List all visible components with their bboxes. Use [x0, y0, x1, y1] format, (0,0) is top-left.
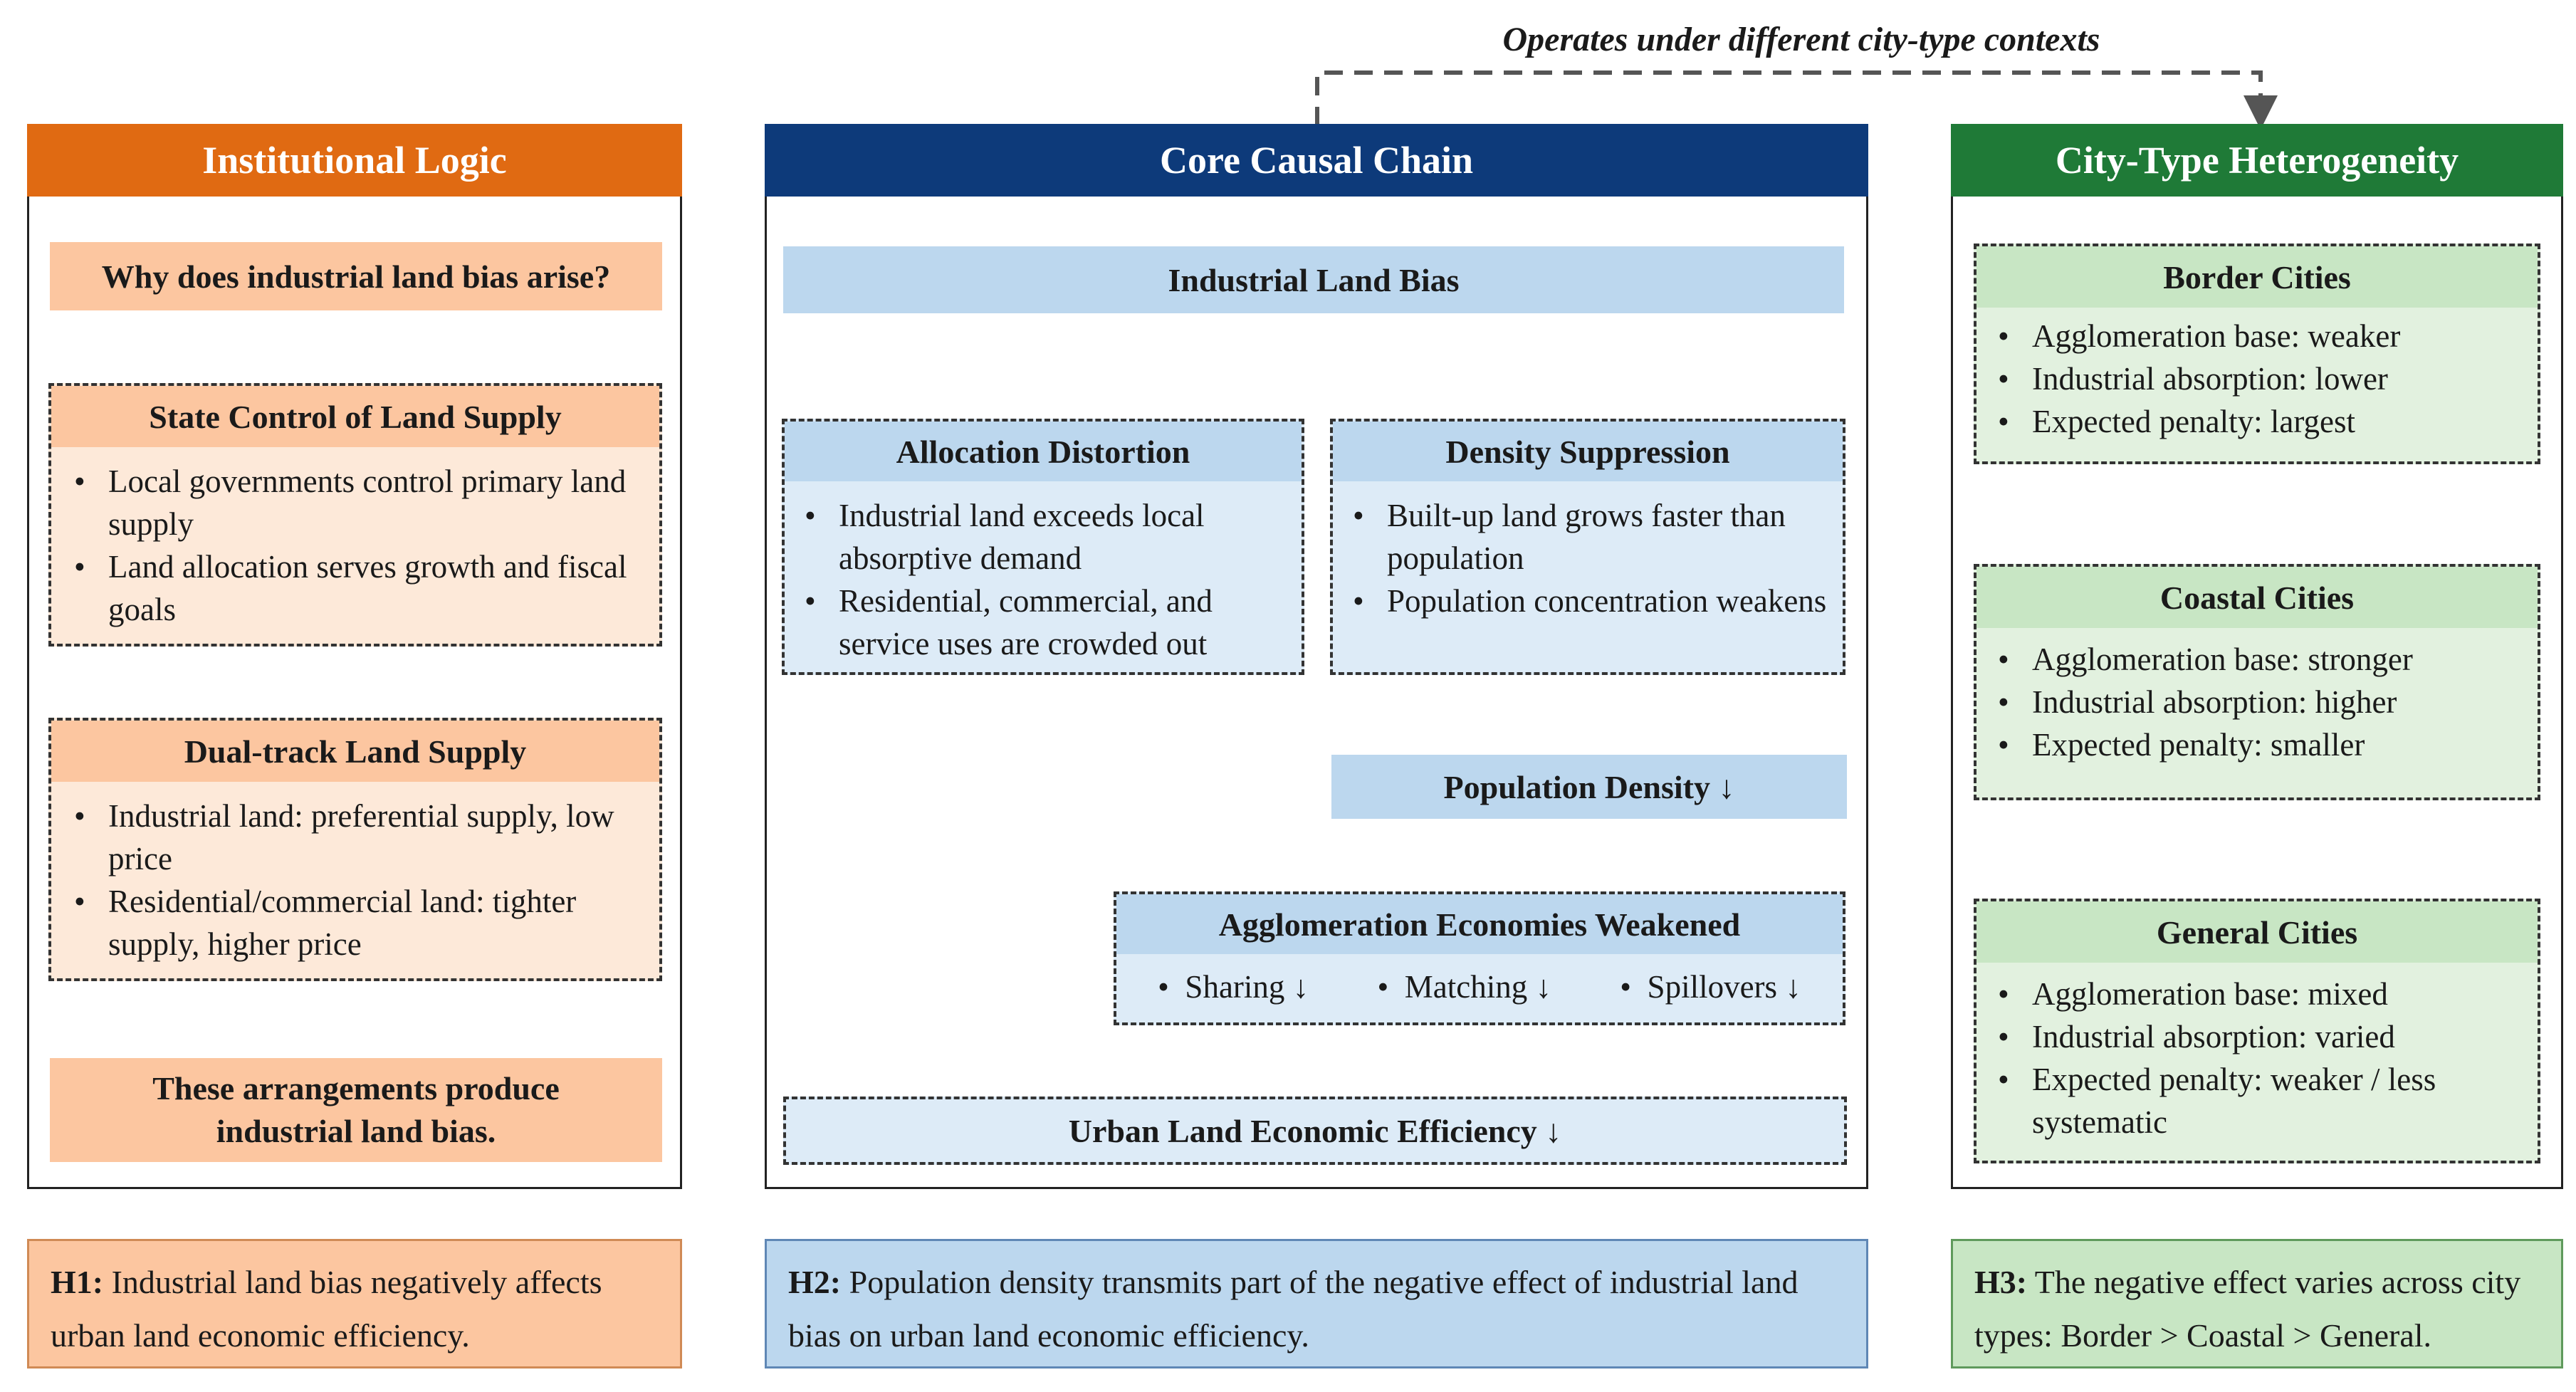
institutional-question: Why does industrial land bias arise? — [50, 242, 662, 310]
dual-track-bullets: •Industrial land: preferential supply, l… — [51, 782, 659, 965]
border-bullets: •Agglomeration base: weaker •Industrial … — [1976, 308, 2538, 443]
h2-label: H2: — [788, 1264, 842, 1300]
list-item: •Industrial land exceeds local absorptiv… — [805, 498, 1205, 576]
list-item: • Matching ↓ — [1377, 969, 1551, 1005]
list-item: •Population concentration weakens — [1353, 583, 1827, 619]
list-item: • Sharing ↓ — [1158, 969, 1309, 1005]
h3-label: H3: — [1974, 1264, 2028, 1300]
allocation-title: Allocation Distortion — [785, 422, 1302, 481]
density-bullets: •Built-up land grows faster than populat… — [1333, 481, 1843, 622]
list-item: • Spillovers ↓ — [1620, 969, 1801, 1005]
list-item: •Industrial land: preferential supply, l… — [74, 798, 614, 876]
allocation-distortion-box: Allocation Distortion •Industrial land e… — [782, 419, 1304, 675]
coastal-bullets: •Agglomeration base: stronger •Industria… — [1976, 628, 2538, 766]
list-item: •Expected penalty: smaller — [1998, 727, 2365, 763]
context-connector — [1315, 70, 2278, 130]
state-control-box: State Control of Land Supply •Local gove… — [48, 383, 662, 647]
general-cities-box: General Cities •Agglomeration base: mixe… — [1974, 899, 2540, 1163]
hypothesis-h3: H3: The negative effect varies across ci… — [1951, 1239, 2563, 1369]
efficiency-box: Urban Land Economic Efficiency ↓ — [783, 1097, 1847, 1165]
list-item: •Built-up land grows faster than populat… — [1353, 498, 1786, 576]
city-header: City-Type Heterogeneity — [1951, 124, 2563, 197]
h1-text: Industrial land bias negatively affects … — [51, 1264, 602, 1354]
state-control-title: State Control of Land Supply — [51, 386, 659, 447]
coastal-title: Coastal Cities — [1976, 567, 2538, 628]
list-item: •Local governments control primary land … — [74, 464, 627, 542]
dual-track-title: Dual-track Land Supply — [51, 721, 659, 782]
border-title: Border Cities — [1976, 246, 2538, 308]
hypothesis-h2: H2: Population density transmits part of… — [765, 1239, 1868, 1369]
h3-text: The negative effect varies across city t… — [1974, 1264, 2521, 1354]
general-bullets: •Agglomeration base: mixed •Industrial a… — [1976, 963, 2538, 1144]
institutional-conclusion: These arrangements produce industrial la… — [50, 1058, 662, 1162]
list-item: •Expected penalty: largest — [1998, 404, 2355, 439]
list-item: •Industrial absorption: lower — [1998, 361, 2388, 397]
h2-text: Population density transmits part of the… — [788, 1264, 1799, 1354]
institutional-header: Institutional Logic — [27, 124, 682, 197]
coastal-cities-box: Coastal Cities •Agglomeration base: stro… — [1974, 564, 2540, 800]
list-item: •Agglomeration base: stronger — [1998, 642, 2413, 677]
agglomeration-title: Agglomeration Economies Weakened — [1116, 894, 1843, 954]
density-suppression-box: Density Suppression •Built-up land grows… — [1330, 419, 1845, 675]
agglomeration-box: Agglomeration Economies Weakened • Shari… — [1114, 891, 1845, 1025]
border-cities-box: Border Cities •Agglomeration base: weake… — [1974, 244, 2540, 464]
list-item: •Industrial absorption: higher — [1998, 684, 2397, 720]
general-title: General Cities — [1976, 901, 2538, 963]
list-item: •Land allocation serves growth and fisca… — [74, 549, 627, 627]
population-density-box: Population Density ↓ — [1331, 755, 1847, 819]
density-title: Density Suppression — [1333, 422, 1843, 481]
core-header: Core Causal Chain — [765, 124, 1868, 197]
list-item: •Residential/commercial land: tighter su… — [74, 884, 577, 962]
list-item: •Agglomeration base: weaker — [1998, 318, 2401, 354]
list-item: •Residential, commercial, and service us… — [805, 583, 1213, 661]
hypothesis-h1: H1: Industrial land bias negatively affe… — [27, 1239, 682, 1369]
h1-label: H1: — [51, 1264, 104, 1300]
list-item: •Expected penalty: weaker / less systema… — [1998, 1062, 2436, 1140]
context-note: Operates under different city-type conte… — [1502, 21, 2100, 58]
list-item: •Agglomeration base: mixed — [1998, 976, 2388, 1012]
allocation-bullets: •Industrial land exceeds local absorptiv… — [785, 481, 1302, 665]
dual-track-box: Dual-track Land Supply •Industrial land:… — [48, 718, 662, 981]
industrial-land-bias-box: Industrial Land Bias — [783, 246, 1844, 313]
agglomeration-items: • Sharing ↓ • Matching ↓ • Spillovers ↓ — [1116, 954, 1843, 1020]
list-item: •Industrial absorption: varied — [1998, 1019, 2395, 1055]
state-control-bullets: •Local governments control primary land … — [51, 447, 659, 631]
